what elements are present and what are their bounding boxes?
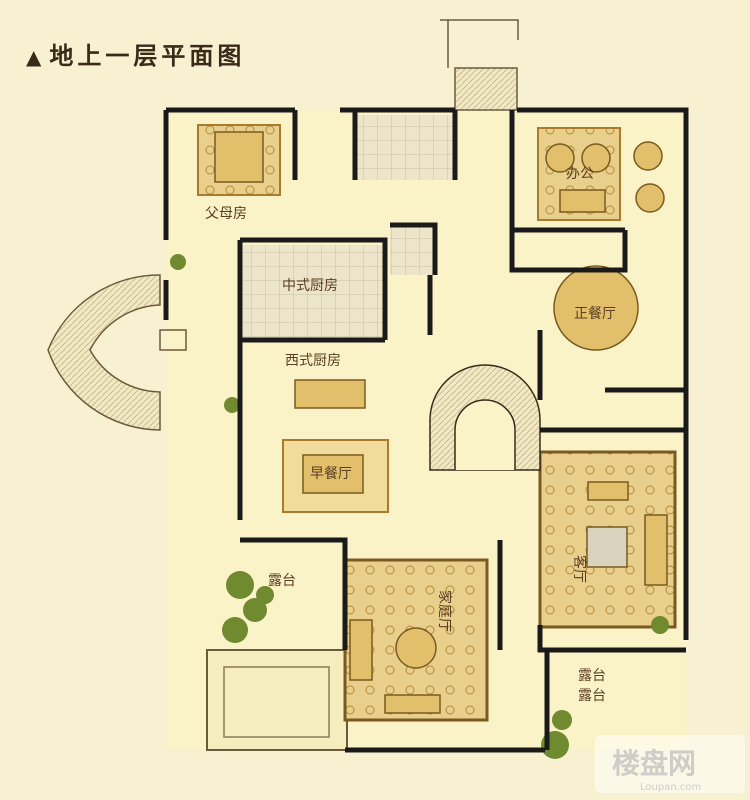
bathroom-top [355, 115, 455, 180]
office-chair-1 [545, 143, 575, 173]
label-terrace-right-2: 露台 [578, 688, 606, 704]
label-breakfast: 早餐厅 [310, 466, 352, 482]
entry-steps [440, 19, 519, 111]
outer-curved-stair [47, 274, 187, 431]
family-sofa-left [349, 619, 373, 681]
dining-table [553, 265, 639, 351]
family-sofa-bottom [384, 694, 441, 714]
label-chinese-kitchen: 中式厨房 [282, 278, 338, 294]
label-living-room: 客厅 [571, 555, 588, 583]
coffee-table [586, 526, 628, 568]
lower-terrace-inner [223, 666, 330, 738]
page-title: ▲地上一层平面图 [26, 36, 245, 71]
living-sofa-right [644, 514, 668, 586]
room-labels: 父母房 办公 中式厨房 正餐厅 西式厨房 早餐厅 客厅 家庭厅 露台 露台 露台 [205, 166, 616, 704]
lounge-chair-2 [635, 183, 665, 213]
family-table [395, 627, 437, 669]
chinese-kitchen-floor [243, 245, 383, 340]
title-marker: ▲ [26, 45, 46, 69]
kitchen-island [294, 379, 366, 409]
central-staircase [429, 364, 541, 471]
label-office: 办公 [566, 166, 594, 182]
label-western-kitchen: 西式厨房 [285, 353, 341, 369]
watermark-en: Loupan.com [640, 782, 701, 793]
office-chair-2 [581, 143, 611, 173]
label-parents-room: 父母房 [205, 206, 247, 222]
walls [163, 107, 689, 753]
breakfast-table [302, 454, 364, 494]
watermark: 楼盘网 Loupan.com [595, 735, 745, 793]
tiled-zones [243, 115, 455, 340]
bed [214, 131, 264, 183]
lower-terrace [206, 649, 348, 751]
living-sofa-top [587, 481, 629, 501]
label-family-room: 家庭厅 [436, 590, 453, 632]
small-bath [390, 225, 435, 275]
office-rug [537, 127, 621, 221]
plants [170, 254, 669, 759]
title-text: 地上一层平面图 [49, 41, 246, 70]
furniture [214, 131, 668, 714]
label-main-dining: 正餐厅 [574, 306, 616, 322]
label-terrace-left: 露台 [268, 573, 296, 589]
watermark-cn: 楼盘网 [612, 747, 696, 780]
lounge-chair-1 [633, 141, 663, 171]
office-desk [559, 189, 606, 213]
label-terrace-right-1: 露台 [578, 668, 606, 684]
